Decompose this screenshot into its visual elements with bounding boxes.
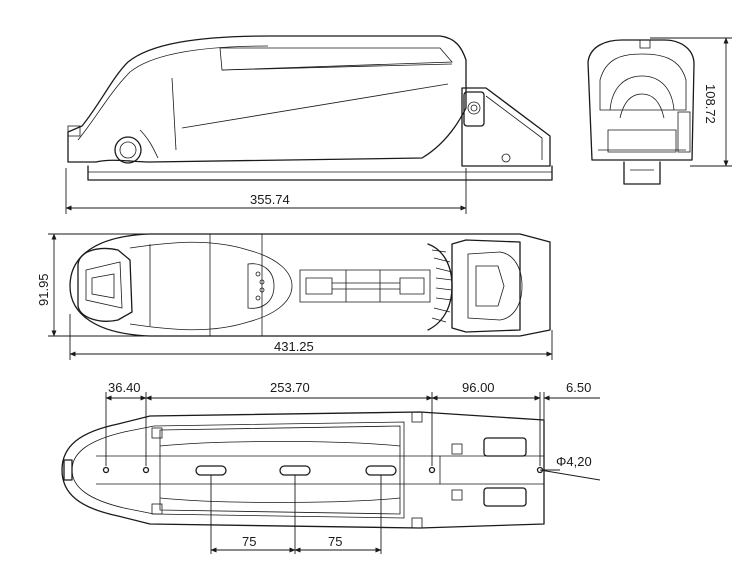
dim-hole-offset: 36.40: [108, 380, 141, 395]
dim-end-height: 108.72: [703, 84, 718, 124]
dim-slot-pitch-2: 75: [328, 534, 342, 549]
dim-hole-span: 253.70: [270, 380, 310, 395]
dim-top-length: 431.25: [274, 339, 314, 354]
top-view: 91.95 431.25: [36, 233, 553, 360]
dim-rear-margin: 6.50: [566, 380, 591, 395]
dim-hole-diameter: Φ4,20: [556, 454, 592, 469]
side-view: 355.74: [65, 35, 553, 214]
dim-top-width: 91.95: [36, 273, 51, 306]
dim-slot-pitch-1: 75: [242, 534, 256, 549]
bottom-view: 36.40 253.70 96.00 6.50 Φ4,20 75 75: [61, 380, 601, 554]
end-view: 108.72: [587, 37, 732, 185]
dim-hole-to-rear: 96.00: [462, 380, 495, 395]
dim-side-length: 355.74: [250, 192, 290, 207]
